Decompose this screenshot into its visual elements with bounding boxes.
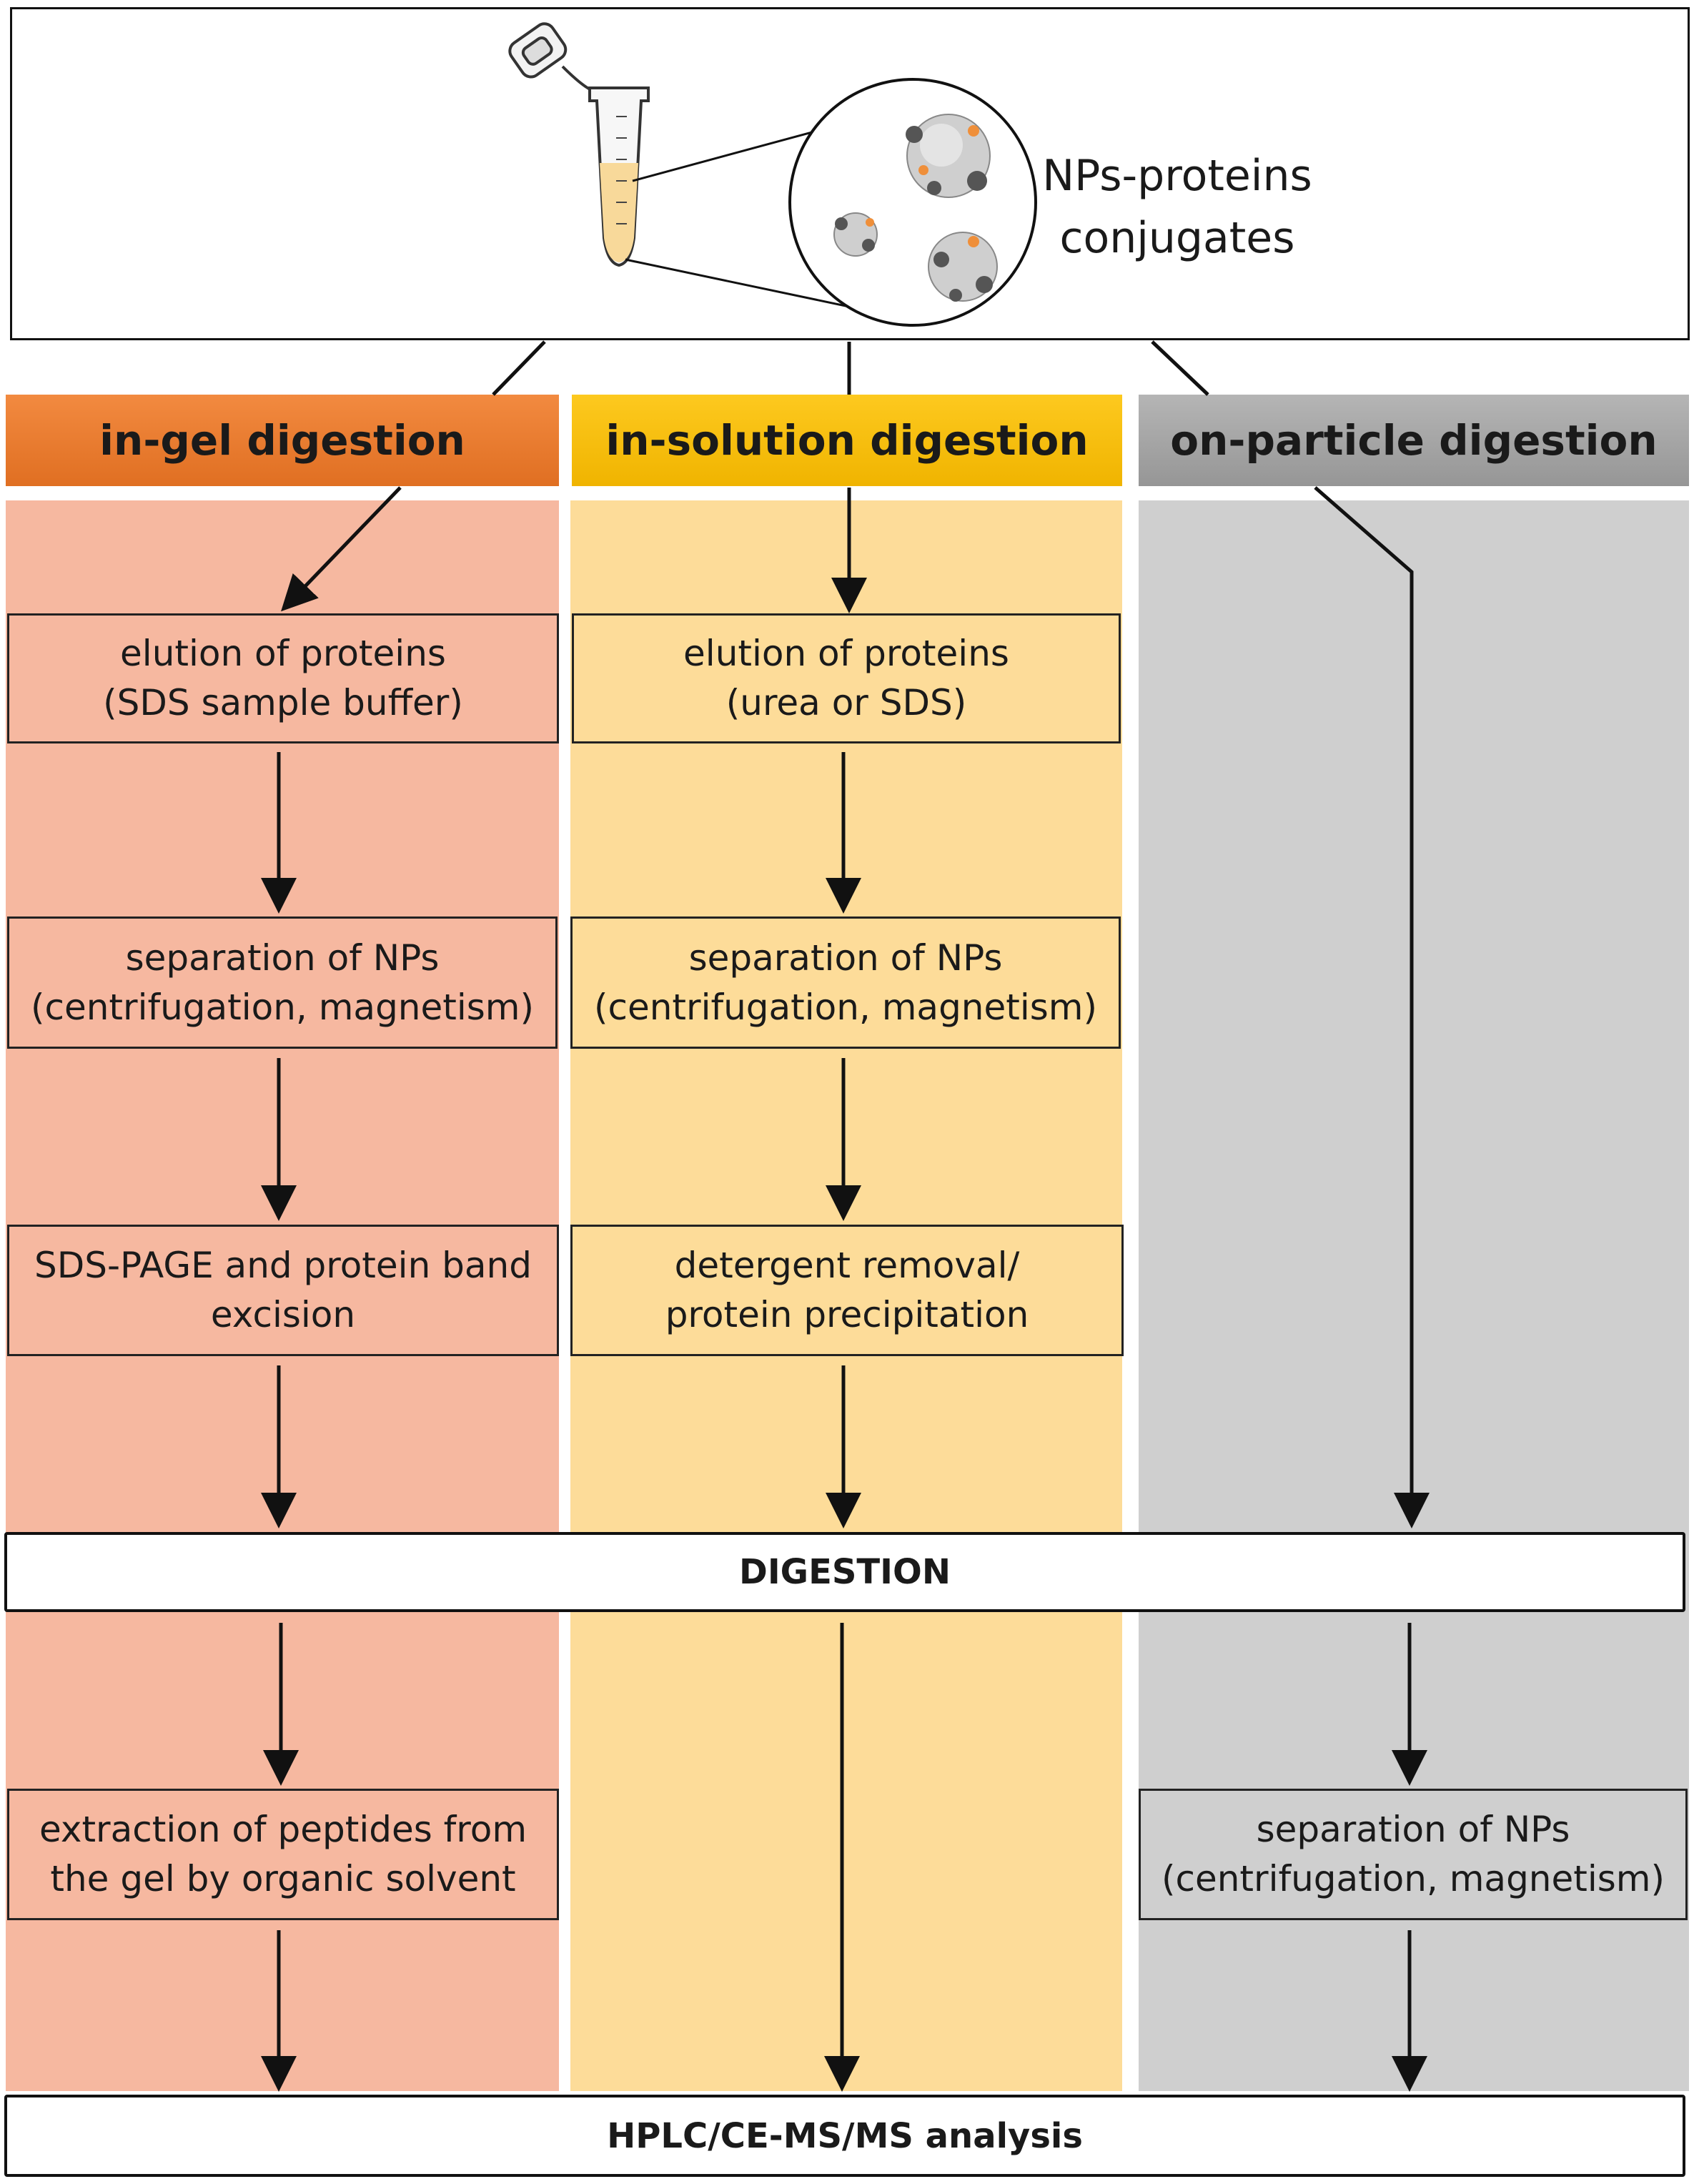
- step-line: separation of NPs: [688, 937, 1003, 979]
- lane-header-on-particle: on-particle digestion: [1139, 395, 1689, 486]
- caption-line-1: NPs-proteins: [1042, 151, 1312, 201]
- step-separation-in-gel: separation of NPs (centrifugation, magne…: [7, 916, 558, 1049]
- step-line: extraction of peptides from: [39, 1809, 527, 1850]
- step-line: excision: [210, 1294, 356, 1335]
- connector-top-to-on-particle: [1151, 340, 1209, 396]
- step-line: elution of proteins: [683, 633, 1009, 674]
- sample-illustration-box: NPs-proteins conjugates: [10, 7, 1690, 340]
- connector-top-to-in-gel: [492, 340, 546, 396]
- step-line: protein precipitation: [665, 1294, 1029, 1335]
- step-line: (urea or SDS): [725, 682, 967, 723]
- arrow-on-particle-to-digestion: [1314, 486, 1430, 1528]
- caption-line-2: conjugates: [1059, 213, 1295, 263]
- step-detergent-removal-in-solution: detergent removal/ protein precipitation: [570, 1225, 1124, 1356]
- lane-header-in-solution: in-solution digestion: [572, 395, 1122, 486]
- step-line: separation of NPs: [125, 937, 440, 979]
- step-separation-on-particle: separation of NPs (centrifugation, magne…: [1139, 1789, 1688, 1920]
- step-line: separation of NPs: [1256, 1809, 1570, 1850]
- nanoparticle-protein-conjugate-icon: [833, 114, 998, 302]
- step-line: (centrifugation, magnetism): [1161, 1858, 1665, 1899]
- step-elution-in-gel: elution of proteins (SDS sample buffer): [7, 613, 559, 743]
- step-sds-page-in-gel: SDS-PAGE and protein band excision: [7, 1225, 559, 1356]
- step-line: (SDS sample buffer): [103, 682, 463, 723]
- digestion-bar: DIGESTION: [4, 1532, 1685, 1612]
- step-elution-in-solution: elution of proteins (urea or SDS): [572, 613, 1121, 743]
- arrow-in-gel-to-elution: [281, 486, 402, 612]
- np-conjugates-caption: NPs-proteins conjugates: [1027, 145, 1327, 270]
- step-line: (centrifugation, magnetism): [30, 986, 535, 1028]
- step-line: SDS-PAGE and protein band: [34, 1245, 532, 1286]
- step-extraction-in-gel: extraction of peptides from the gel by o…: [7, 1789, 559, 1920]
- lane-header-in-gel: in-gel digestion: [6, 395, 559, 486]
- microcentrifuge-tube-icon: [508, 22, 1037, 327]
- step-line: the gel by organic solvent: [50, 1858, 516, 1899]
- step-line: detergent removal/: [674, 1245, 1020, 1286]
- analysis-bar: HPLC/CE-MS/MS analysis: [4, 2095, 1685, 2177]
- step-line: elution of proteins: [120, 633, 446, 674]
- step-separation-in-solution: separation of NPs (centrifugation, magne…: [570, 916, 1121, 1049]
- step-line: (centrifugation, magnetism): [593, 986, 1098, 1028]
